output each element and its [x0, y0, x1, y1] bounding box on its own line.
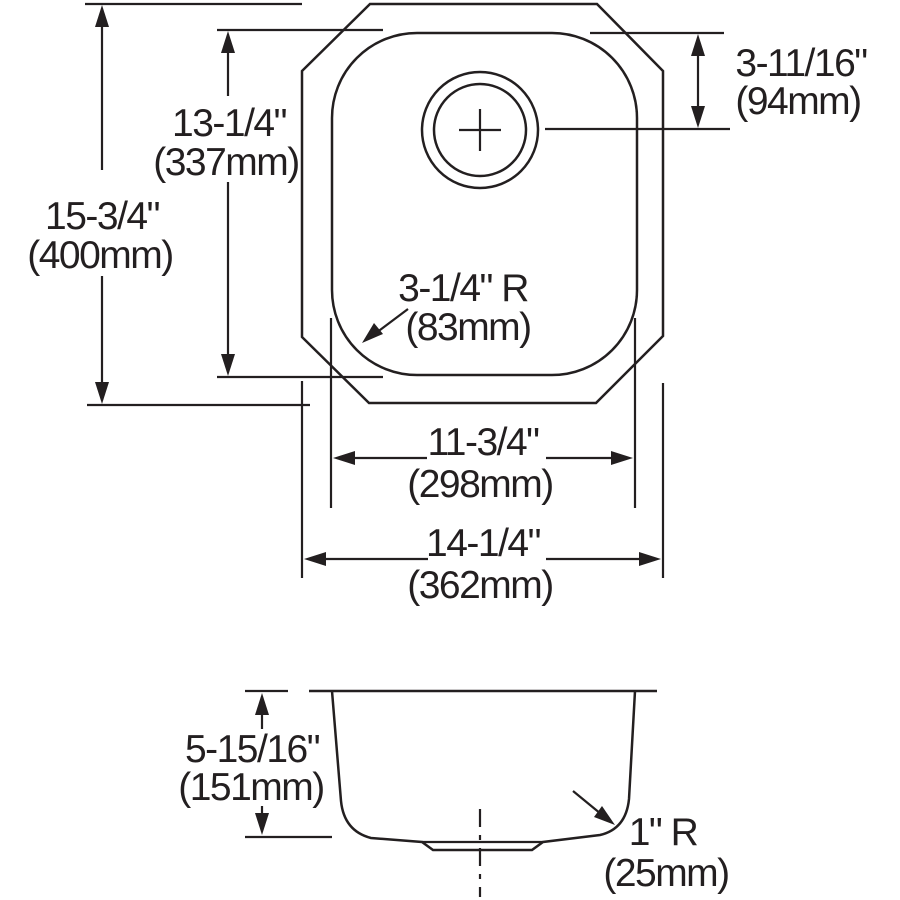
dim-label-mm: (94mm)	[735, 80, 860, 123]
arrowhead-up	[691, 34, 705, 56]
arrowhead-left	[333, 451, 355, 465]
dim-drain-offset: 3-11/16" (94mm)	[545, 31, 869, 131]
callout-corner-radius: 3-1/4" R (83mm)	[362, 267, 532, 349]
dim-overall-height: 15-3/4" (400mm)	[27, 2, 310, 407]
drain-inner-circle	[432, 82, 528, 178]
top-view: 15-3/4" (400mm) 13-1/4" (337mm) 3-11/16"…	[27, 2, 869, 607]
dim-bowl-width: 11-3/4" (298mm)	[329, 318, 637, 508]
arrowhead-down	[221, 354, 235, 376]
arrowhead-up	[221, 31, 235, 53]
arrowhead-leader	[362, 323, 383, 343]
dim-label-mm: (83mm)	[405, 306, 530, 349]
arrowhead-up	[255, 693, 269, 715]
sink-rim-outline	[300, 2, 665, 405]
arrowhead-leader	[594, 806, 615, 825]
leader-line	[375, 308, 409, 334]
arrowhead-up	[95, 5, 109, 27]
dim-label-mm: (25mm)	[603, 852, 728, 895]
dim-label-mm: (151mm)	[178, 766, 324, 809]
dim-label-inches: 3-1/4" R	[398, 267, 528, 310]
dim-overall-width: 14-1/4" (362mm)	[300, 381, 665, 607]
callout-bottom-radius: 1" R (25mm)	[572, 790, 730, 895]
arrowhead-left	[304, 552, 326, 566]
leader-line	[572, 790, 602, 815]
arrowhead-right	[639, 552, 661, 566]
drain	[420, 70, 540, 190]
drain-crosshair	[459, 109, 501, 151]
dim-label-inches: 13-1/4"	[172, 102, 287, 145]
dim-label-inches: 5-15/16"	[185, 728, 320, 771]
arrowhead-right	[611, 451, 633, 465]
arrowhead-down	[691, 106, 705, 128]
dim-label-inches: 1" R	[629, 811, 698, 854]
dim-label-mm: (337mm)	[153, 141, 299, 184]
dim-bowl-length: 13-1/4" (337mm)	[153, 28, 383, 379]
side-view: 5-15/16" (151mm) 1" R (25mm)	[178, 689, 730, 897]
dim-label-inches: 3-11/16"	[735, 42, 867, 85]
dim-label-inches: 11-3/4"	[427, 421, 539, 464]
bowl-outline	[330, 31, 639, 377]
arrowhead-down	[95, 382, 109, 404]
dim-label-mm: (400mm)	[27, 234, 173, 277]
dim-label-inches: 15-3/4"	[45, 195, 160, 238]
arrowhead-down	[255, 813, 269, 835]
dim-depth: 5-15/16" (151mm)	[178, 689, 332, 839]
bowl-profile	[330, 690, 637, 852]
dim-label-mm: (298mm)	[407, 463, 553, 506]
dim-label-mm: (362mm)	[407, 564, 553, 607]
drain-outer-circle	[420, 70, 540, 190]
dim-label-inches: 14-1/4"	[426, 522, 541, 565]
